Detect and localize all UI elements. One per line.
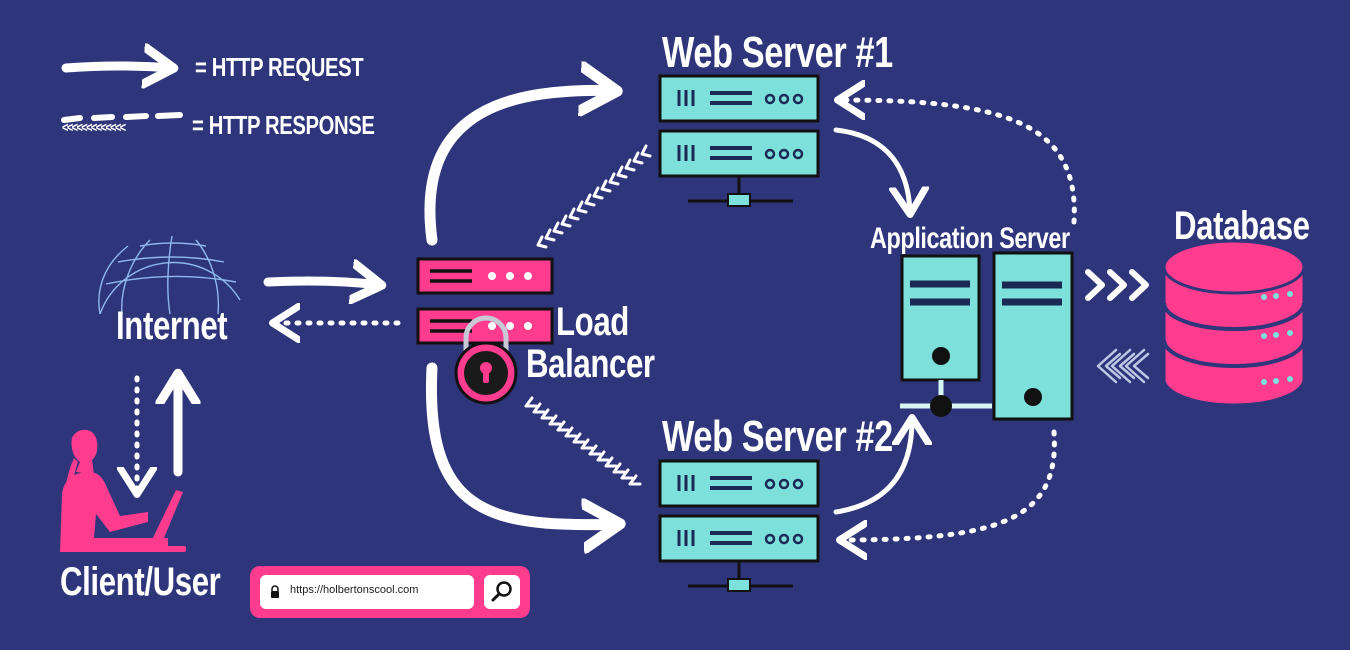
response-arrow-web2-to-lb xyxy=(524,396,642,486)
legend-response-glyphs: <<<<<<<<<<<<< xyxy=(62,119,126,135)
web-server-2-title: Web Server #2 xyxy=(662,412,893,461)
database-icon xyxy=(1162,239,1306,407)
web-server-1-title: Web Server #1 xyxy=(662,28,893,77)
web-server-2-icon xyxy=(658,459,820,592)
legend-response-label: = HTTP RESPONSE xyxy=(192,110,375,140)
browser-search-bar: https://holbertonscool.com xyxy=(250,566,530,618)
client-user-title: Client/User xyxy=(60,560,221,604)
request-arrow-lb-to-web1 xyxy=(424,90,615,246)
load-balancer-title-line2: Balancer xyxy=(526,342,655,386)
search-icon xyxy=(491,581,512,602)
response-arrow-web1-to-lb xyxy=(536,144,652,249)
response-arrow-app-to-web2 xyxy=(842,429,1057,540)
request-arrow-web2-to-app xyxy=(833,420,912,515)
legend-request-arrow xyxy=(61,66,172,68)
web-server-1-icon xyxy=(658,74,820,207)
legend-response-arrow xyxy=(61,112,183,123)
request-arrow-internet-to-lb xyxy=(263,281,380,285)
globe-icon xyxy=(98,235,241,315)
request-arrow-lb-to-web2 xyxy=(425,362,618,525)
response-arrow-database-to-app xyxy=(1096,348,1150,384)
application-server-title: Application Server xyxy=(870,222,1070,255)
load-balancer-icon xyxy=(416,257,554,345)
url-field[interactable]: https://holbertonscool.com xyxy=(260,575,474,609)
legend-request-label: = HTTP REQUEST xyxy=(195,52,364,82)
url-text: https://holbertonscool.com xyxy=(290,584,419,596)
lock-icon xyxy=(271,585,279,598)
lock-icon xyxy=(454,315,518,405)
database-title: Database xyxy=(1174,204,1310,248)
search-button[interactable] xyxy=(484,575,520,609)
load-balancer-title-line1: Load xyxy=(556,300,629,344)
internet-title: Internet xyxy=(116,304,228,348)
request-arrow-app-to-database xyxy=(1085,269,1149,301)
response-arrow-app-to-web1 xyxy=(840,100,1077,225)
request-arrow-web1-to-app xyxy=(833,127,910,212)
person-at-laptop-icon xyxy=(60,429,186,552)
application-server-icon xyxy=(900,251,1074,421)
